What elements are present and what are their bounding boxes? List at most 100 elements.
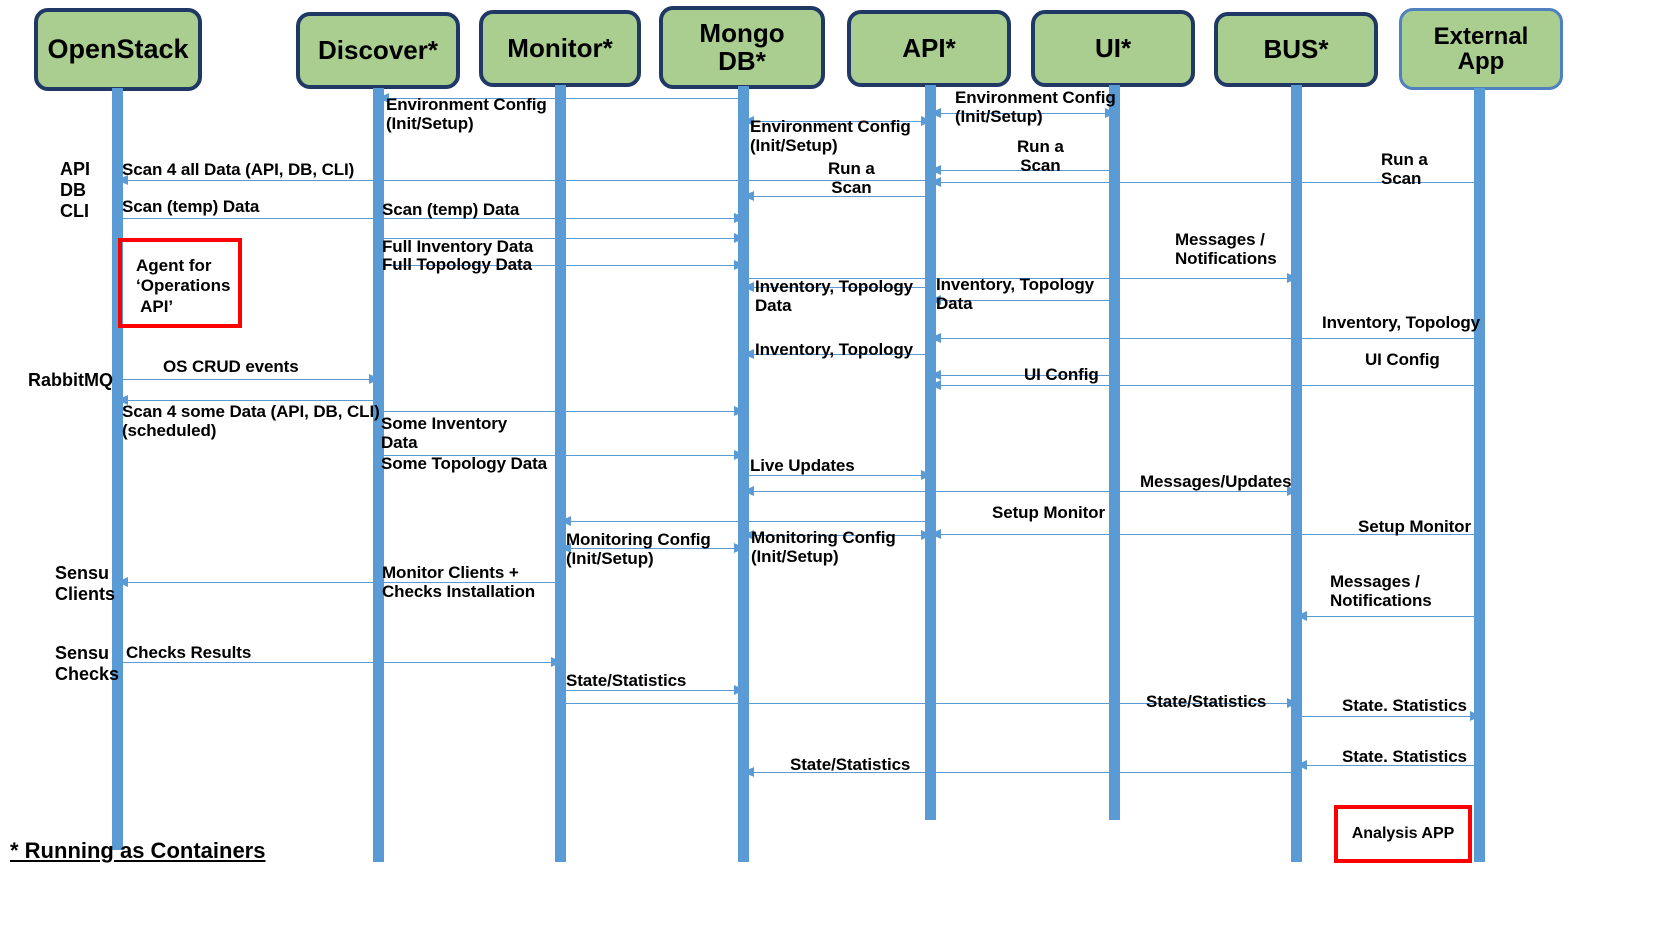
arrow-head-right	[550, 656, 562, 667]
arrow-head-left	[116, 394, 128, 405]
arrow-line	[930, 375, 1115, 376]
arrow-head-right	[1469, 710, 1481, 721]
message-label-m36: State. Statistics	[1342, 747, 1467, 766]
message-label-m01: Environment Config (Init/Setup)	[386, 95, 547, 134]
participant-label-openstack: OpenStack	[47, 34, 189, 65]
arrow-line	[378, 265, 744, 266]
message-label-m08: Scan (temp) Data	[122, 197, 260, 216]
arrow-line	[743, 196, 931, 197]
message-label-m20: Scan 4 some Data (API, DB, CLI) (schedul…	[122, 402, 380, 441]
message-label-m35: State. Statistics	[1342, 696, 1467, 715]
arrow-head-left	[742, 190, 754, 201]
participant-monitor: Monitor*	[479, 10, 641, 87]
message-label-m05: Run a Scan	[1017, 137, 1064, 176]
arrow-line	[743, 772, 1297, 773]
arrow-line	[378, 218, 744, 219]
arrow-head-left	[742, 115, 754, 126]
message-label-m19: OS CRUD events	[163, 357, 299, 376]
participant-label-extapp: External App	[1433, 22, 1529, 75]
participant-label-bus: BUS*	[1263, 33, 1329, 64]
message-label-m10: Full Inventory Data	[382, 237, 534, 256]
arrow-head-left	[929, 176, 941, 187]
arrow-line	[930, 534, 1480, 535]
arrow-head-left	[559, 515, 571, 526]
arrow-line	[743, 287, 931, 288]
arrow-line	[117, 582, 561, 583]
message-label-m29: Monitoring Config (Init/Setup)	[751, 528, 896, 567]
arrow-line	[378, 455, 744, 456]
participant-openstack: OpenStack	[34, 8, 202, 91]
message-label-m09: Scan (temp) Data	[382, 200, 520, 219]
message-label-m04: Scan 4 all Data (API, DB, CLI)	[122, 160, 355, 179]
lifeline-bus	[1291, 85, 1302, 862]
arrow-head-right	[1286, 697, 1298, 708]
message-label-m14: Inventory, Topology Data	[936, 275, 1095, 314]
arrow-line	[1296, 716, 1480, 717]
arrow-head-left	[929, 107, 941, 118]
arrow-head-right	[733, 212, 745, 223]
arrow-line	[743, 475, 931, 476]
arrow-line	[117, 400, 379, 401]
arrow-line	[743, 535, 931, 536]
arrow-line	[1296, 765, 1480, 766]
message-label-m30: Monitor Clients + Checks Installation	[382, 563, 536, 602]
participant-api: API*	[847, 10, 1011, 87]
arrow-head-right	[733, 259, 745, 270]
arrow-head-left	[929, 369, 941, 380]
lifeline-mongodb	[738, 86, 749, 862]
arrow-head-left	[929, 294, 941, 305]
lifeline-openstack	[112, 88, 123, 850]
participant-bus: BUS*	[1214, 12, 1378, 87]
arrow-head-right	[1104, 107, 1116, 118]
arrow-head-right	[733, 684, 745, 695]
arrow-line	[378, 238, 744, 239]
participant-label-monitor: Monitor*	[507, 32, 613, 63]
message-label-m22: Some Topology Data	[381, 454, 548, 473]
message-label-m31: Messages / Notifications	[1330, 572, 1432, 611]
side-label-sensu-checks: Sensu Checks	[55, 643, 120, 684]
message-label-m34: State/Statistics	[1146, 692, 1267, 711]
arrow-head-left	[1295, 610, 1307, 621]
message-label-m24: Messages/Updates	[1140, 472, 1292, 491]
arrow-head-right	[733, 542, 745, 553]
arrow-line	[1296, 616, 1480, 617]
arrow-line	[930, 491, 1297, 492]
arrow-head-left	[116, 576, 128, 587]
lifeline-discover	[373, 88, 384, 862]
arrow-line	[117, 180, 931, 181]
arrow-head-right	[733, 405, 745, 416]
arrow-head-right	[733, 232, 745, 243]
footnote-running-as-containers: * Running as Containers	[10, 838, 266, 863]
arrow-head-left	[559, 542, 571, 553]
arrow-head-right	[368, 373, 380, 384]
arrow-head-left	[1295, 759, 1307, 770]
message-label-m13: Inventory, Topology Data	[755, 277, 914, 316]
lifeline-api	[925, 85, 936, 820]
arrow-head-left	[742, 766, 754, 777]
arrow-line	[930, 300, 1115, 301]
arrow-line	[930, 338, 1480, 339]
participant-label-mongodb: Mongo DB*	[699, 17, 785, 76]
arrow-head-left	[929, 379, 941, 390]
arrow-line	[930, 182, 1480, 183]
arrow-line	[117, 662, 561, 663]
side-label-sensu-clients: Sensu Clients	[55, 563, 116, 604]
message-label-m33: State/Statistics	[566, 671, 687, 690]
message-label-m06: Run a Scan	[1381, 150, 1428, 189]
message-label-m03: Environment Config (Init/Setup)	[955, 88, 1116, 127]
message-label-m28: Monitoring Config (Init/Setup)	[566, 530, 711, 569]
arrow-line	[117, 379, 379, 380]
arrow-head-left	[377, 92, 389, 103]
message-label-m32: Checks Results	[126, 643, 252, 662]
arrow-line	[378, 98, 744, 99]
participant-ui: UI*	[1031, 10, 1195, 87]
side-label-api-db-cli: API DB CLI	[60, 159, 91, 221]
arrow-head-right	[733, 449, 745, 460]
arrow-head-left	[742, 485, 754, 496]
arrow-line	[930, 113, 1115, 114]
arrow-line	[930, 170, 1115, 171]
lifeline-ui	[1109, 85, 1120, 820]
participant-label-api: API*	[902, 32, 956, 63]
arrow-line	[560, 521, 931, 522]
